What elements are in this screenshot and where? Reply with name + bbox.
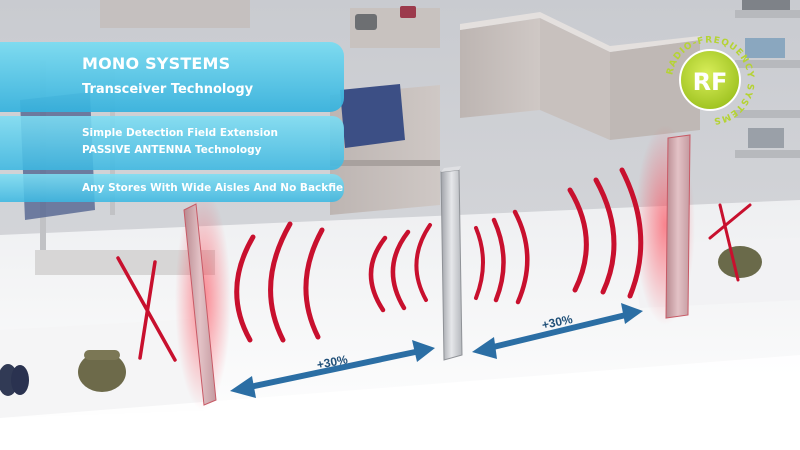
detection-waves [234,167,644,343]
info-panel-usage: Any Stores With Wide Aisles And No Backf… [0,174,344,202]
info-panel-main: MONO SYSTEMS Transceiver Technology [0,42,344,112]
shoes-left [0,364,29,396]
bag-left [78,350,126,392]
x-mark-left [116,256,177,362]
usage-line: Any Stores With Wide Aisles And No Backf… [82,182,344,194]
system-subtitle: Transceiver Technology [82,82,254,97]
feature-line-1: Simple Detection Field Extension [82,127,278,139]
back-shelves [100,0,440,48]
info-panel-features: Simple Detection Field Extension PASSIVE… [0,116,344,170]
right-wall-shelves [735,0,800,158]
floor-foreground [0,355,800,450]
display-table [330,84,440,215]
rf-badge-label: RF [693,68,728,96]
system-title: MONO SYSTEMS [82,54,231,73]
left-passive-antenna [183,203,217,406]
left-arrow-label: +30% [316,352,349,372]
right-passive-antenna [665,134,691,319]
center-transceiver-antenna [440,166,463,361]
back-counter [460,12,700,140]
x-mark-right [708,203,752,282]
right-distance-arrow: +30% [472,303,643,359]
left-distance-arrow: +30% [230,340,435,398]
right-arrow-label: +30% [541,312,575,332]
bag-right [718,246,762,278]
feature-line-2: PASSIVE ANTENNA Technology [82,144,262,156]
